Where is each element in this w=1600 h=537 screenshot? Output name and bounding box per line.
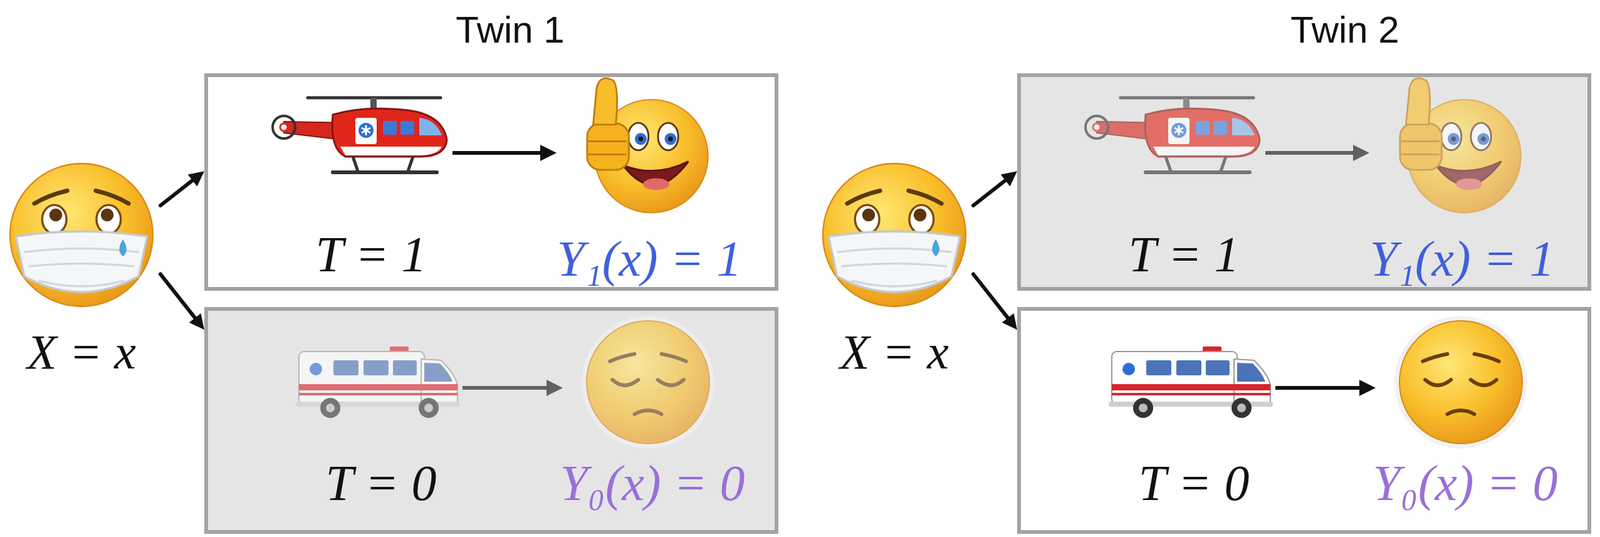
variable-label: T = 1 <box>315 226 427 283</box>
shade-overlay <box>1017 73 1592 291</box>
connector-line <box>160 179 194 206</box>
arrow-head <box>1000 171 1018 187</box>
arrow-head <box>189 313 205 330</box>
variable-label: T = 1 <box>1128 226 1240 283</box>
control-outcome-box: T = 0 Y₀(x) = 0 <box>204 307 779 534</box>
arrow-head <box>1002 313 1018 330</box>
outcome-label: Y₀(x) = 0 <box>1372 455 1558 511</box>
connector-arrow <box>973 171 1018 206</box>
treated-outcome-box: T = 1 Y₁(x) = 1 <box>1017 73 1592 291</box>
outcome-label: Y₀(x) = 0 <box>559 455 745 511</box>
box-ground <box>1017 73 1592 291</box>
connector-line <box>973 179 1007 206</box>
connector-arrow <box>160 171 205 206</box>
connector-arrow <box>160 274 205 331</box>
treated-outcome-box: T = 1 Y₁(x) = 1 <box>204 73 779 291</box>
variable-label: T = 0 <box>1138 455 1250 511</box>
outcome-label: Y₁(x) = 1 <box>556 231 742 287</box>
control-outcome-box: T = 0 Y₀(x) = 0 <box>1017 307 1592 534</box>
twin-title: Twin 1 <box>455 9 565 51</box>
connector-line <box>973 274 1009 319</box>
patient-node: X = x <box>6 159 157 389</box>
outcome-label: Y₁(x) = 1 <box>1369 231 1555 287</box>
arrow-head <box>188 171 205 187</box>
shade-overlay <box>204 307 779 534</box>
variable-label: X = x <box>839 325 949 380</box>
twin-title: Twin 2 <box>1290 9 1399 51</box>
variable-label: X = x <box>26 325 136 380</box>
variable-label: T = 0 <box>325 455 437 511</box>
connector-line <box>160 274 196 319</box>
patient-node: X = x <box>819 159 970 389</box>
connector-arrow <box>973 274 1018 331</box>
box-ground <box>204 307 779 534</box>
